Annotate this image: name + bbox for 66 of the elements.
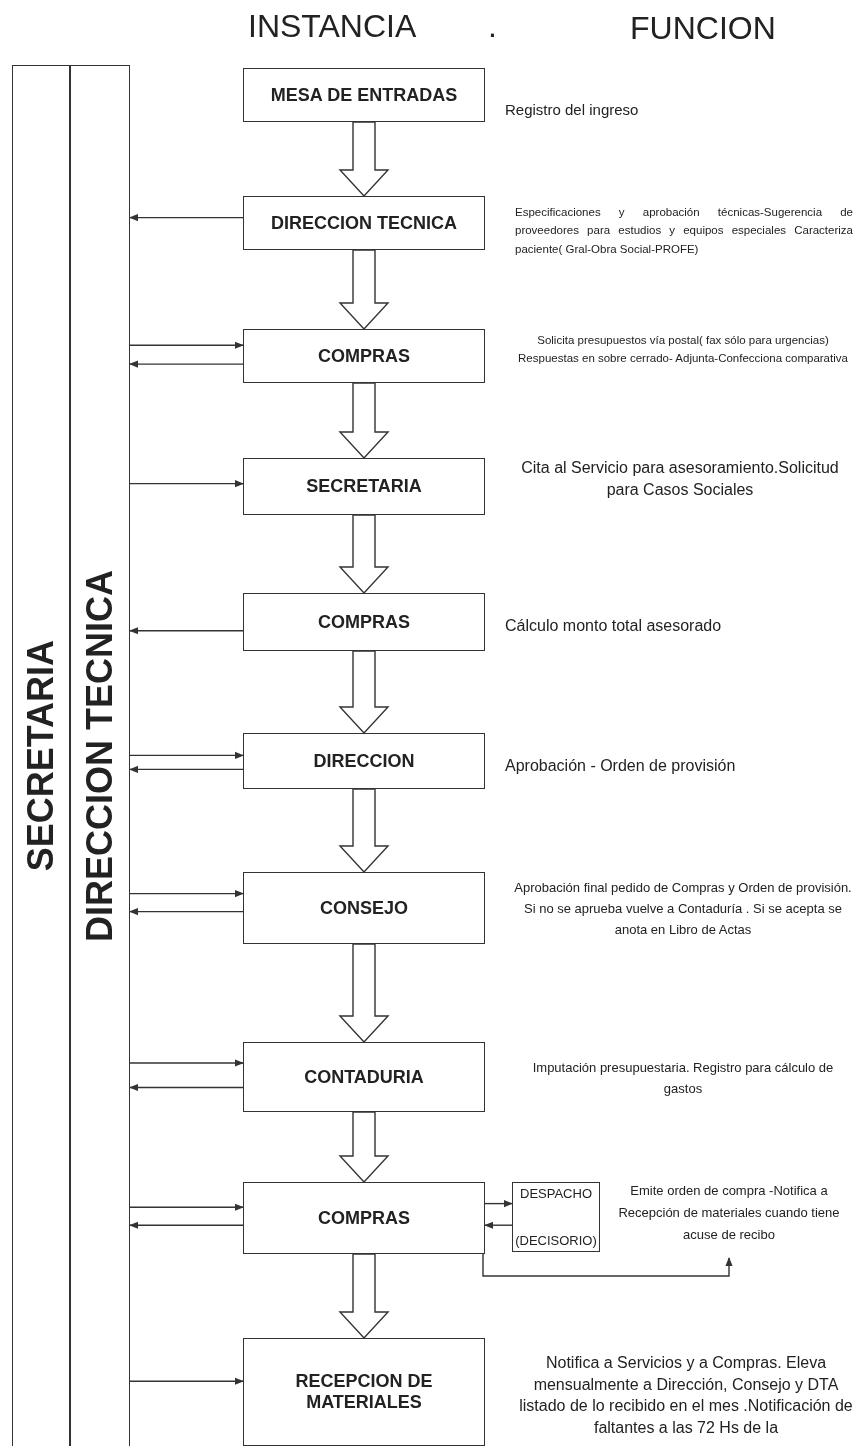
process-box [243, 68, 485, 122]
arrow [129, 480, 244, 488]
block-arrow [338, 249, 390, 331]
box-label: DESPACHO [520, 1186, 592, 1201]
column-heading: FUNCION [630, 10, 776, 47]
arrow [482, 1253, 733, 1277]
process-box [243, 1042, 485, 1112]
function-text: Especificaciones y aprobación técnicas-Sugerencia de proveedores para estudios y equipos especiales Caracteriza paciente( Gral-Obra Social-PROFE) [515, 205, 853, 257]
process-box [243, 329, 485, 383]
function-text: Cita al Servicio para asesoramiento.Solicitud para Casos Sociales [520, 458, 840, 500]
arrow [129, 890, 244, 898]
arrow [129, 214, 244, 222]
box-label: DIRECCION [313, 750, 415, 772]
box-label: COMPRAS [318, 1207, 410, 1229]
block-arrow [338, 943, 390, 1044]
arrow [129, 360, 244, 368]
box-label: (DECISORIO) [515, 1233, 597, 1248]
lane-band [70, 65, 130, 1446]
process-box [512, 1182, 600, 1252]
arrow [129, 627, 244, 635]
lane-band [12, 65, 70, 1446]
block-arrow [338, 1253, 390, 1340]
block-arrow [338, 121, 390, 198]
box-label: COMPRAS [318, 345, 410, 367]
function-text: Notifica a Servicios y a Compras. Eleva mensualmente a Dirección, Consejo y DTA listado de lo recibido en el mes .Notificación de faltantes a las 72 Hs de la [518, 1353, 854, 1438]
block-arrow [338, 1111, 390, 1184]
lane-title: SECRETARIA [20, 640, 62, 872]
box-label: RECEPCION DE MATERIALES [294, 1371, 434, 1413]
arrow [129, 1221, 244, 1229]
process-box [243, 458, 485, 515]
arrow [129, 765, 244, 773]
process-box [243, 1338, 485, 1446]
box-label: COMPRAS [318, 611, 410, 633]
arrow [129, 1083, 244, 1092]
arrow [129, 1377, 244, 1385]
arrow [129, 908, 244, 916]
function-text: Cálculo monto total asesorado [505, 616, 723, 636]
process-box [243, 733, 485, 789]
function-text: Aprobación - Orden de provisión [505, 756, 737, 776]
block-arrow [338, 650, 390, 735]
function-text: Registro del ingreso [505, 100, 640, 120]
box-label: CONSEJO [320, 897, 408, 919]
box-label: MESA DE ENTRADAS [270, 84, 458, 106]
column-heading: . [488, 8, 497, 45]
arrow [129, 1203, 244, 1211]
process-box [243, 196, 485, 250]
block-arrow [338, 788, 390, 874]
block-arrow [338, 382, 390, 460]
arrow [129, 341, 244, 349]
lane-title: DIRECCION TECNICA [79, 570, 121, 942]
box-label: CONTADURIA [304, 1066, 424, 1088]
process-box [243, 1182, 485, 1254]
arrow [129, 1059, 244, 1067]
block-arrow [338, 514, 390, 595]
function-text: Emite orden de compra -Notifica a Recepción de materiales cuando tiene acuse de recibo [618, 1183, 840, 1243]
function-text: Solicita presupuestos vía postal( fax sólo para urgencias) Respuestas en sobre cerrado- Adjunta-Confecciona comparativa [517, 333, 849, 367]
function-text: Imputación presupuestaria. Registro para cálculo de gastos [531, 1059, 835, 1098]
arrow [129, 751, 244, 759]
box-label: DIRECCION TECNICA [271, 212, 457, 234]
process-box [243, 593, 485, 651]
function-text: Aprobación final pedido de Compras y Orden de provisión. Si no se aprueba vuelve a Contaduría . Si se acepta se anota en Libro de Actas [513, 879, 853, 939]
box-label: SECRETARIA [306, 476, 422, 497]
column-heading: INSTANCIA [248, 8, 417, 45]
arrow [484, 1200, 513, 1208]
process-box [243, 872, 485, 944]
arrow [484, 1221, 513, 1229]
